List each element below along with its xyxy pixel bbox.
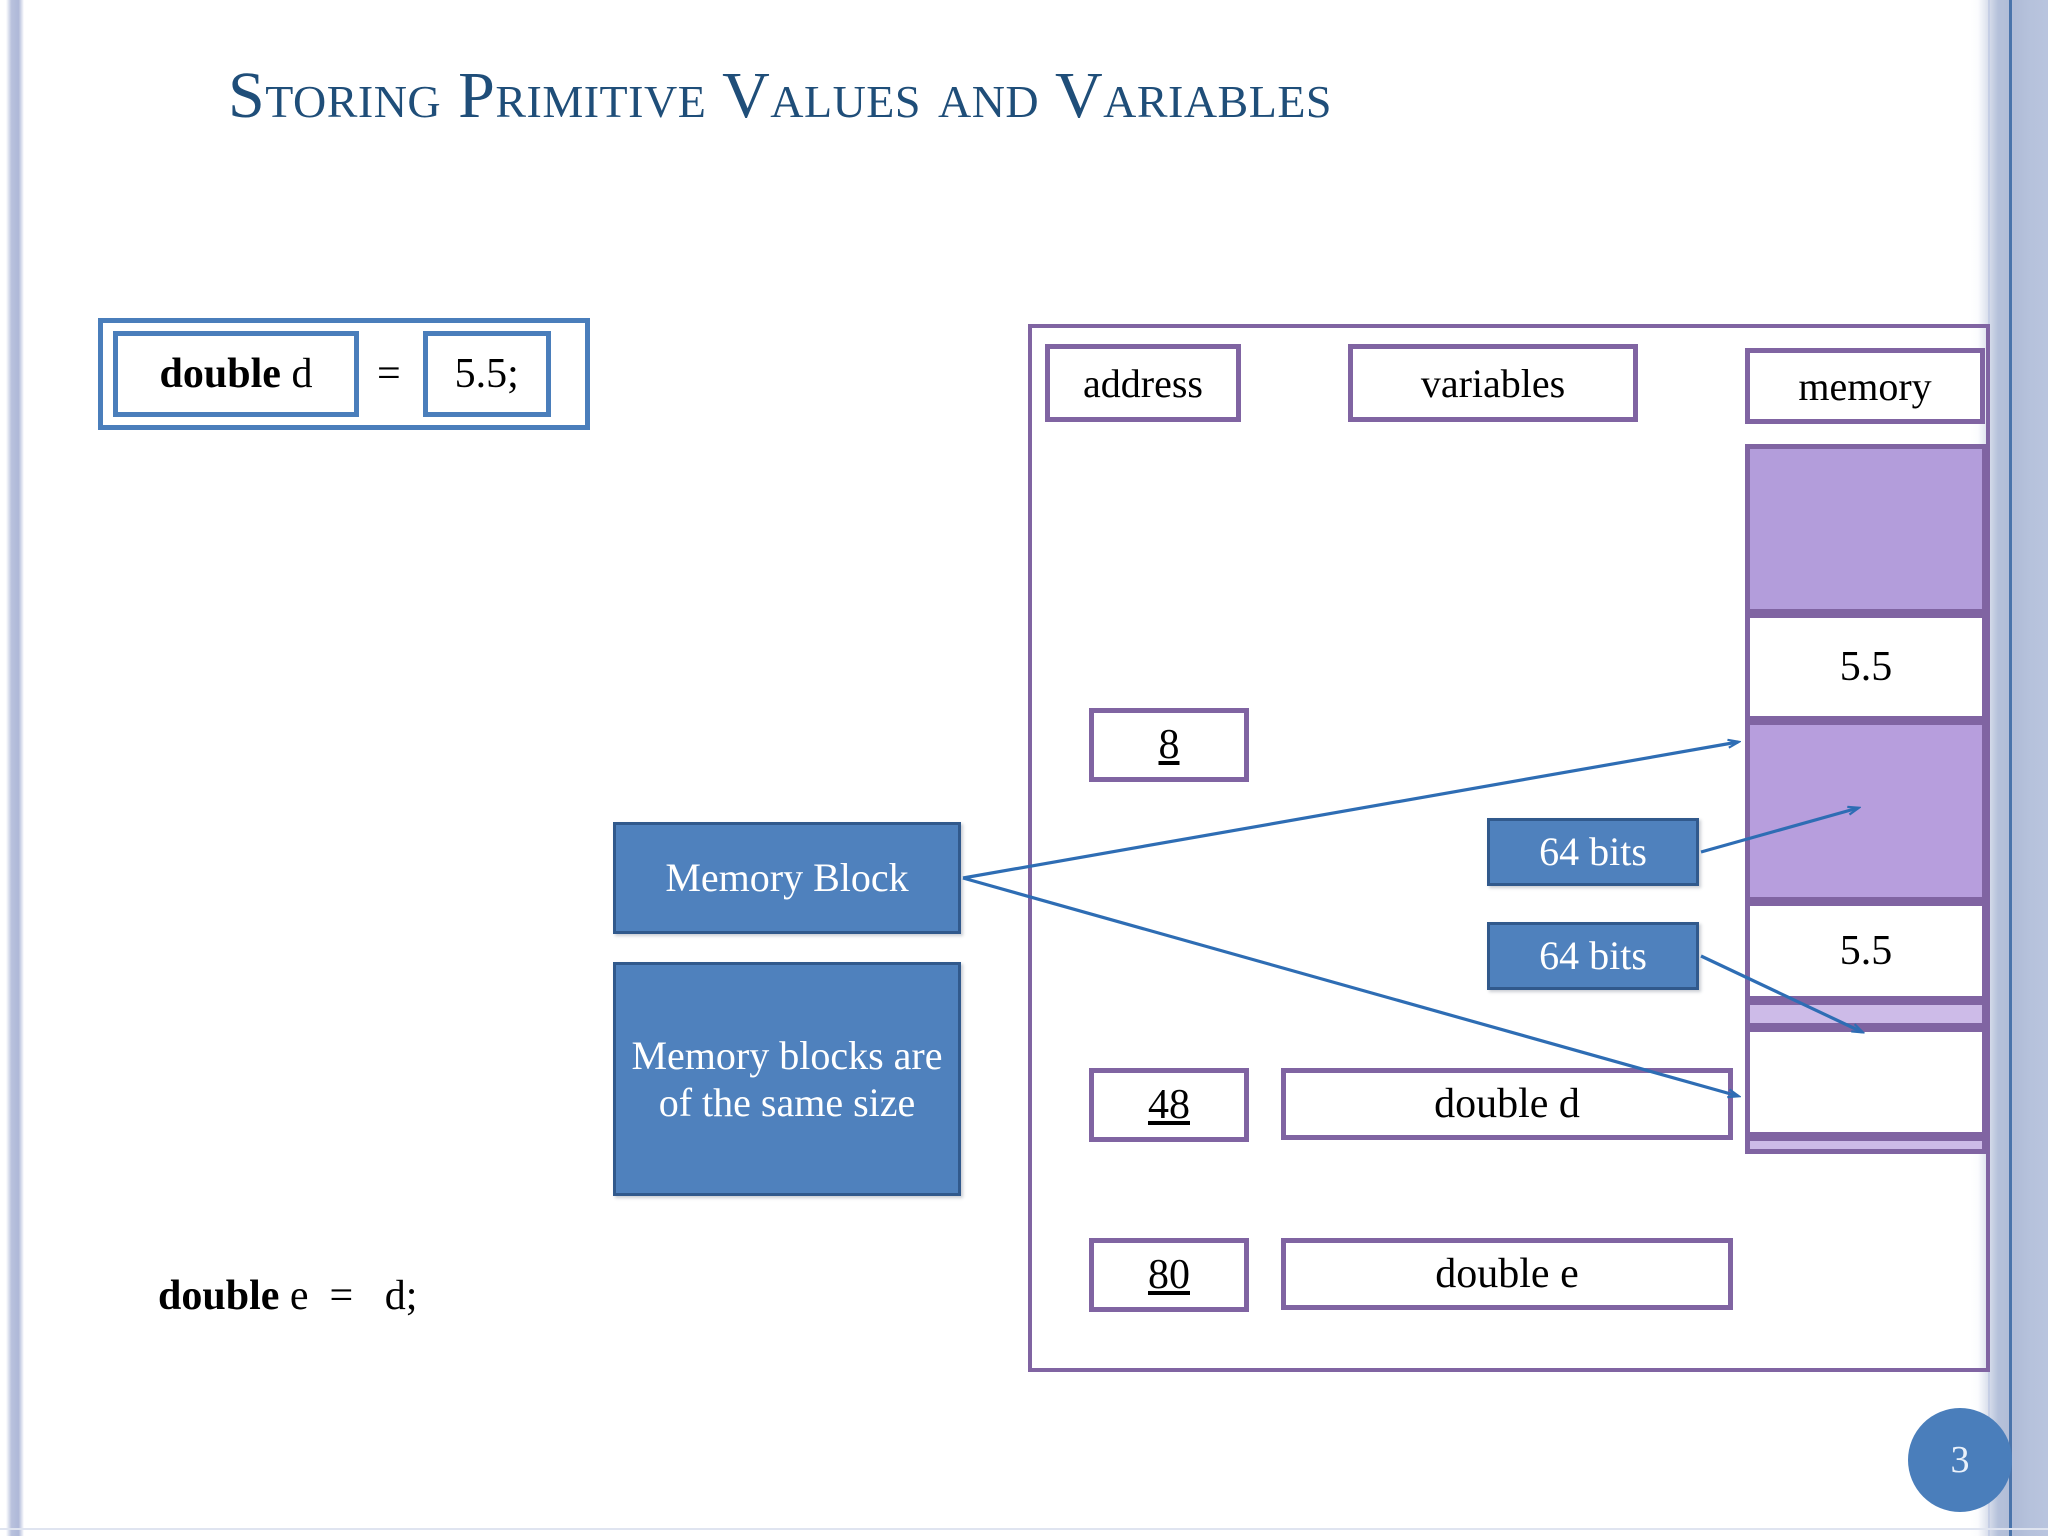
memory-cell-block-2: [1745, 720, 1987, 902]
callout-64-bits-second: 64 bits: [1487, 922, 1699, 990]
code-declaration-box: double d: [113, 331, 359, 417]
code-statement-assignment: double e = d;: [158, 1272, 417, 1320]
code-value-literal: 5.5;: [454, 351, 519, 397]
code-equals-sign: =: [377, 351, 401, 397]
code-keyword-double-2: double: [158, 1273, 280, 1319]
address-value-48: 48: [1148, 1082, 1190, 1128]
memory-cell-value-second: 5.5: [1745, 901, 1987, 1001]
code-keyword-double: double d: [159, 351, 313, 397]
callout-memory-block: Memory Block: [613, 822, 961, 934]
callout-64-bits-first: 64 bits: [1487, 818, 1699, 886]
memory-cell-empty: [1745, 1027, 1987, 1137]
page-title: Storing Primitive Values and Variables: [228, 59, 1333, 132]
memory-cell-block: [1745, 444, 1987, 614]
code-assignment-rest: e = d;: [279, 1273, 418, 1319]
address-cell-8: 8: [1089, 708, 1249, 782]
variable-cell-double-e: double e: [1281, 1238, 1733, 1310]
address-value-8: 8: [1158, 722, 1180, 768]
address-cell-80: 80: [1089, 1238, 1249, 1312]
memory-cell-value-first: 5.5: [1745, 613, 1987, 721]
variable-cell-double-d: double d: [1281, 1068, 1733, 1140]
callout-memory-blocks-same-size: Memory blocks are of the same size: [613, 962, 961, 1196]
address-value-80: 80: [1148, 1252, 1190, 1298]
memory-cell-divider-2: [1745, 1136, 1987, 1154]
bottom-hairline: [0, 1528, 2048, 1530]
left-decorative-band: [0, 0, 30, 1536]
code-value-box: 5.5;: [422, 331, 551, 417]
column-header-memory: memory: [1745, 348, 1985, 424]
column-header-variables: variables: [1348, 344, 1638, 422]
right-accent-line: [2009, 0, 2012, 1536]
memory-cell-divider-1: [1745, 1000, 1987, 1028]
address-cell-48: 48: [1089, 1068, 1249, 1142]
memory-column: 5.5 5.5: [1745, 444, 1987, 1154]
column-header-address: address: [1045, 344, 1241, 422]
page-number-badge: 3: [1908, 1408, 2012, 1512]
code-statement-declaration: double d = 5.5;: [98, 318, 590, 430]
